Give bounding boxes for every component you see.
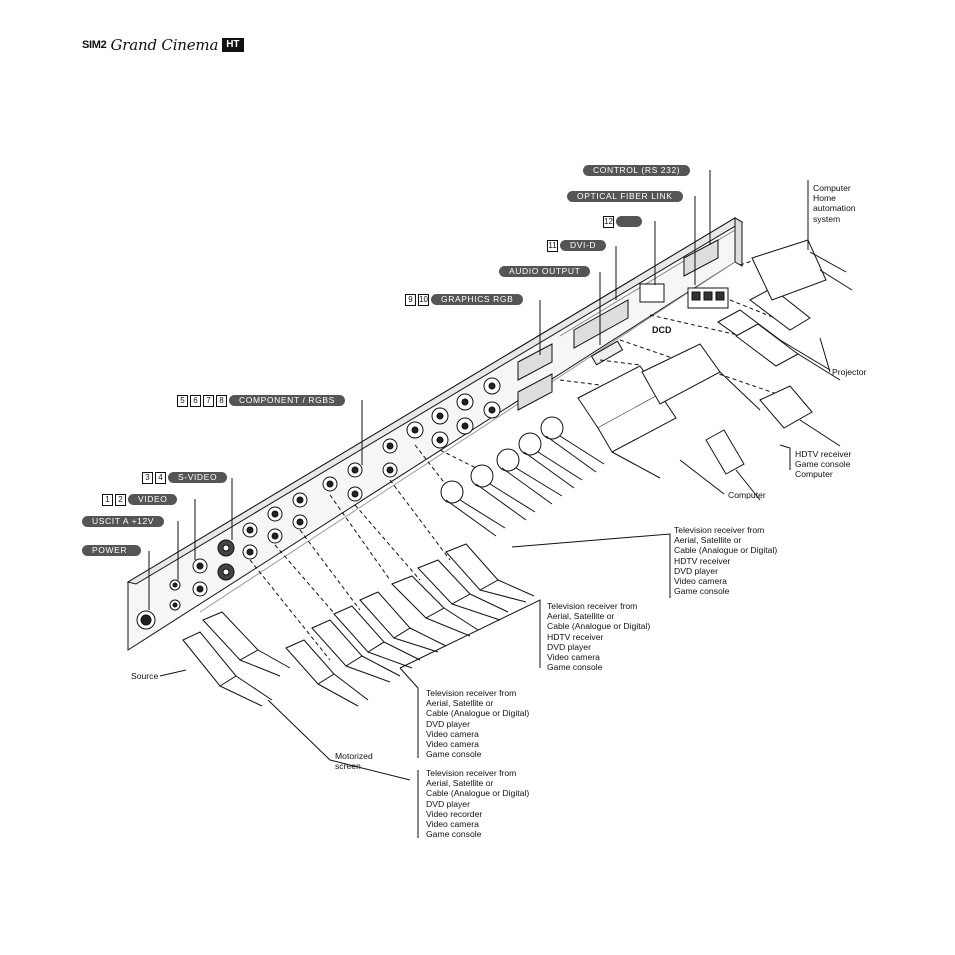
optical-plugs <box>717 287 841 381</box>
dvi-vga-plugs <box>577 343 761 479</box>
label-component-rgbs: 5 6 7 8 COMPONENT / RGBS <box>177 394 345 407</box>
serial-plug <box>751 239 853 301</box>
audio-plug <box>705 429 761 501</box>
callout-projector: Projector <box>832 367 867 377</box>
callout-list-svideo: Television receiver from Aerial, Satelli… <box>426 688 530 760</box>
callout-computer-home-automation: Computer Home automation system <box>813 183 856 224</box>
callout-hdtv-game-computer: HDTV receiver Game console Computer <box>795 449 852 480</box>
label-optical-fiber-link: OPTICAL FIBER LINK <box>567 191 683 202</box>
callout-list-video: Television receiver from Aerial, Satelli… <box>426 768 530 840</box>
power-connector <box>136 610 156 630</box>
label-audio-output: AUDIO OUTPUT <box>499 266 591 277</box>
label-power: POWER <box>82 545 142 556</box>
label-12: 12 <box>603 215 642 228</box>
optical-link-ports <box>687 287 729 309</box>
video-jacks <box>192 558 208 597</box>
rs232-port <box>683 239 719 277</box>
rca-cables <box>182 543 535 707</box>
component-rca-jacks <box>242 438 398 560</box>
dvi-port <box>573 299 629 349</box>
graphics-rgb-ports <box>517 343 553 411</box>
svg-text:DCD: DCD <box>652 325 672 335</box>
callout-source: Source <box>131 671 159 681</box>
label-control-rs232: CONTROL (RS 232) <box>583 165 691 176</box>
label-uscita-12v: USCIT A +12V <box>82 516 165 527</box>
callout-computer: Computer <box>728 490 766 500</box>
brand-name: Grand Cinema <box>110 36 219 54</box>
trigger-12v-jack <box>169 579 181 611</box>
hdmi-plug <box>759 385 841 447</box>
callout-list-component-rca: Television receiver from Aerial, Satelli… <box>547 601 651 673</box>
callout-list-bnc: Television receiver from Aerial, Satelli… <box>674 525 778 597</box>
port-12 <box>639 283 665 303</box>
brand-sim: SIM2 <box>82 39 107 51</box>
label-graphics-rgb: 9 10 GRAPHICS RGB <box>405 293 524 306</box>
rear-panel-side <box>734 217 743 267</box>
callout-motorized-screen: Motorized screen <box>335 751 373 772</box>
brand-badge: HT <box>222 38 244 52</box>
audio-output-block <box>590 340 624 366</box>
label-video: 1 2 VIDEO <box>102 493 178 506</box>
brand-logo: SIM2 Grand Cinema HT <box>82 36 244 54</box>
svideo-jacks <box>217 539 235 581</box>
label-s-video: 3 4 S-VIDEO <box>142 471 228 484</box>
bnc-cables <box>440 416 605 537</box>
component-bnc-jacks <box>406 377 501 449</box>
label-dvi-d: 11 DVI-D <box>547 239 607 252</box>
